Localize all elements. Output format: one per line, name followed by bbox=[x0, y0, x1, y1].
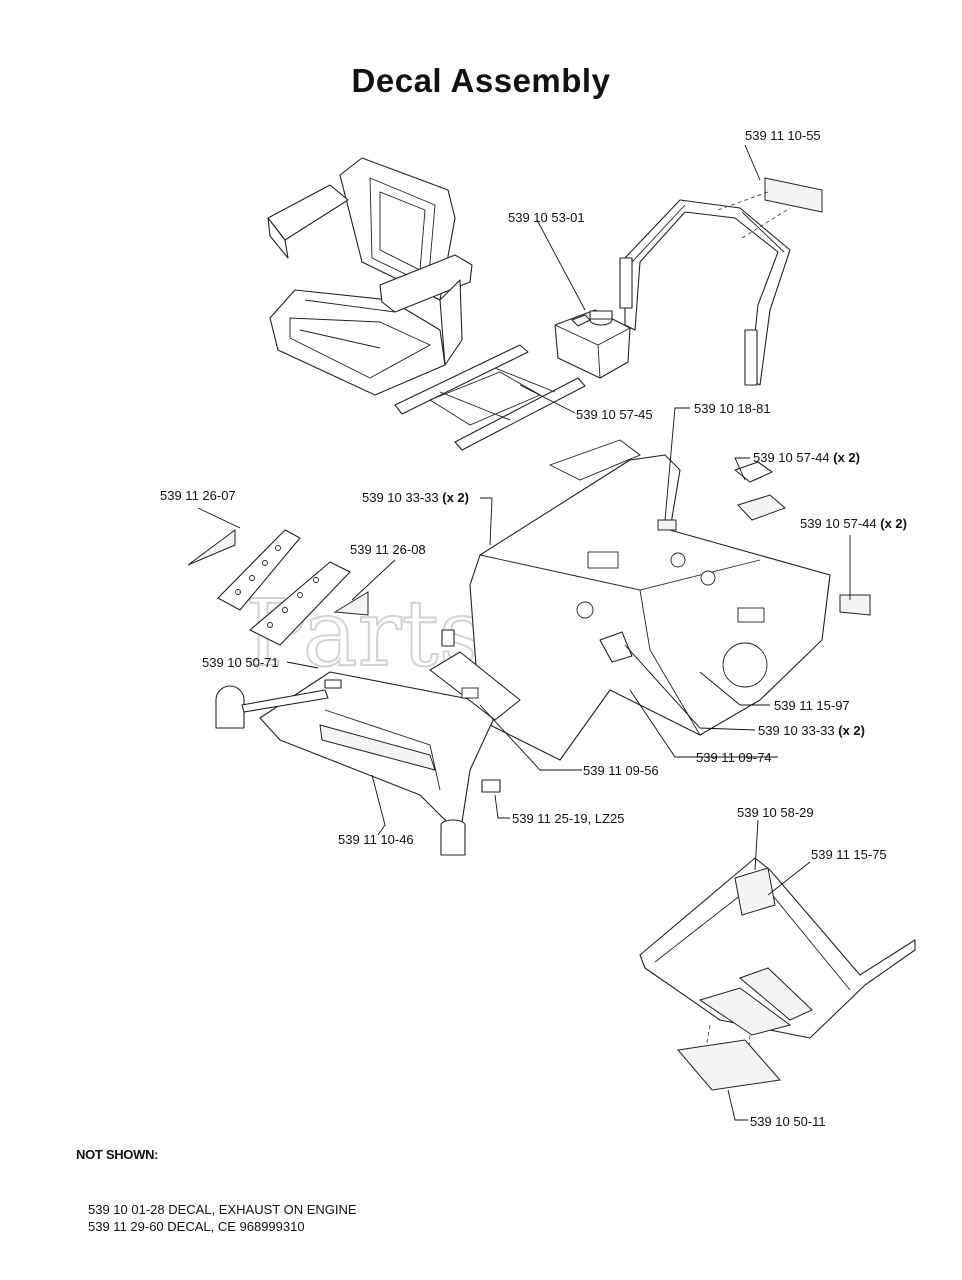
leader-lines bbox=[197, 144, 851, 1121]
label-539-11-26-07: 539 11 26-07 bbox=[160, 488, 236, 503]
not-shown-list: 539 10 01-28 DECAL, EXHAUST ON ENGINE 53… bbox=[88, 1201, 357, 1235]
label-539-10-50-71: 539 10 50-71 bbox=[202, 655, 279, 670]
label-539-10-53-01: 539 10 53-01 bbox=[508, 210, 585, 225]
label-539-11-15-97: 539 11 15-97 bbox=[774, 698, 850, 713]
seat-drawing bbox=[267, 157, 473, 396]
not-shown-item: 539 10 01-28 DECAL, EXHAUST ON ENGINE bbox=[88, 1202, 357, 1217]
label-539-11-09-74: 539 11 09-74 bbox=[696, 750, 772, 765]
seat-rails-drawing bbox=[394, 344, 586, 451]
label-539-11-10-46: 539 11 10-46 bbox=[338, 832, 414, 847]
label-539-10-50-11: 539 10 50-11 bbox=[750, 1114, 826, 1129]
side-plates-drawing bbox=[187, 529, 369, 646]
label-539-11-10-55: 539 11 10-55 bbox=[745, 128, 821, 143]
label-539-10-33-33-upper: 539 10 33-33 (x 2) bbox=[362, 490, 469, 505]
deck-assembly-drawing bbox=[215, 629, 521, 856]
label-539-11-15-75: 539 11 15-75 bbox=[811, 847, 887, 862]
not-shown-item: 539 11 29-60 DECAL, CE 968999310 bbox=[88, 1219, 305, 1234]
label-539-10-58-29: 539 10 58-29 bbox=[737, 805, 814, 820]
label-539-10-57-44-upper: 539 10 57-44 (x 2) bbox=[753, 450, 860, 465]
not-shown-heading: NOT SHOWN: bbox=[76, 1147, 159, 1162]
label-539-11-09-56: 539 11 09-56 bbox=[583, 763, 659, 778]
floor-pan-drawing bbox=[639, 857, 916, 1091]
label-539-10-18-81: 539 10 18-81 bbox=[694, 401, 771, 416]
rops-frame-drawing bbox=[619, 177, 823, 386]
label-539-11-25-19: 539 11 25-19, LZ25 bbox=[512, 811, 625, 826]
fuel-tank-drawing bbox=[554, 309, 631, 379]
decal-shapes bbox=[657, 519, 871, 616]
label-539-10-57-44-right: 539 10 57-44 (x 2) bbox=[800, 516, 907, 531]
part-labels: 539 11 10-55 539 10 53-01 539 10 57-45 5… bbox=[160, 128, 907, 1129]
label-539-10-57-45: 539 10 57-45 bbox=[576, 407, 653, 422]
page-title: Decal Assembly bbox=[351, 62, 611, 99]
label-539-10-33-33-lower: 539 10 33-33 (x 2) bbox=[758, 723, 865, 738]
main-frame-drawing bbox=[469, 439, 831, 761]
label-539-11-26-08: 539 11 26-08 bbox=[350, 542, 426, 557]
